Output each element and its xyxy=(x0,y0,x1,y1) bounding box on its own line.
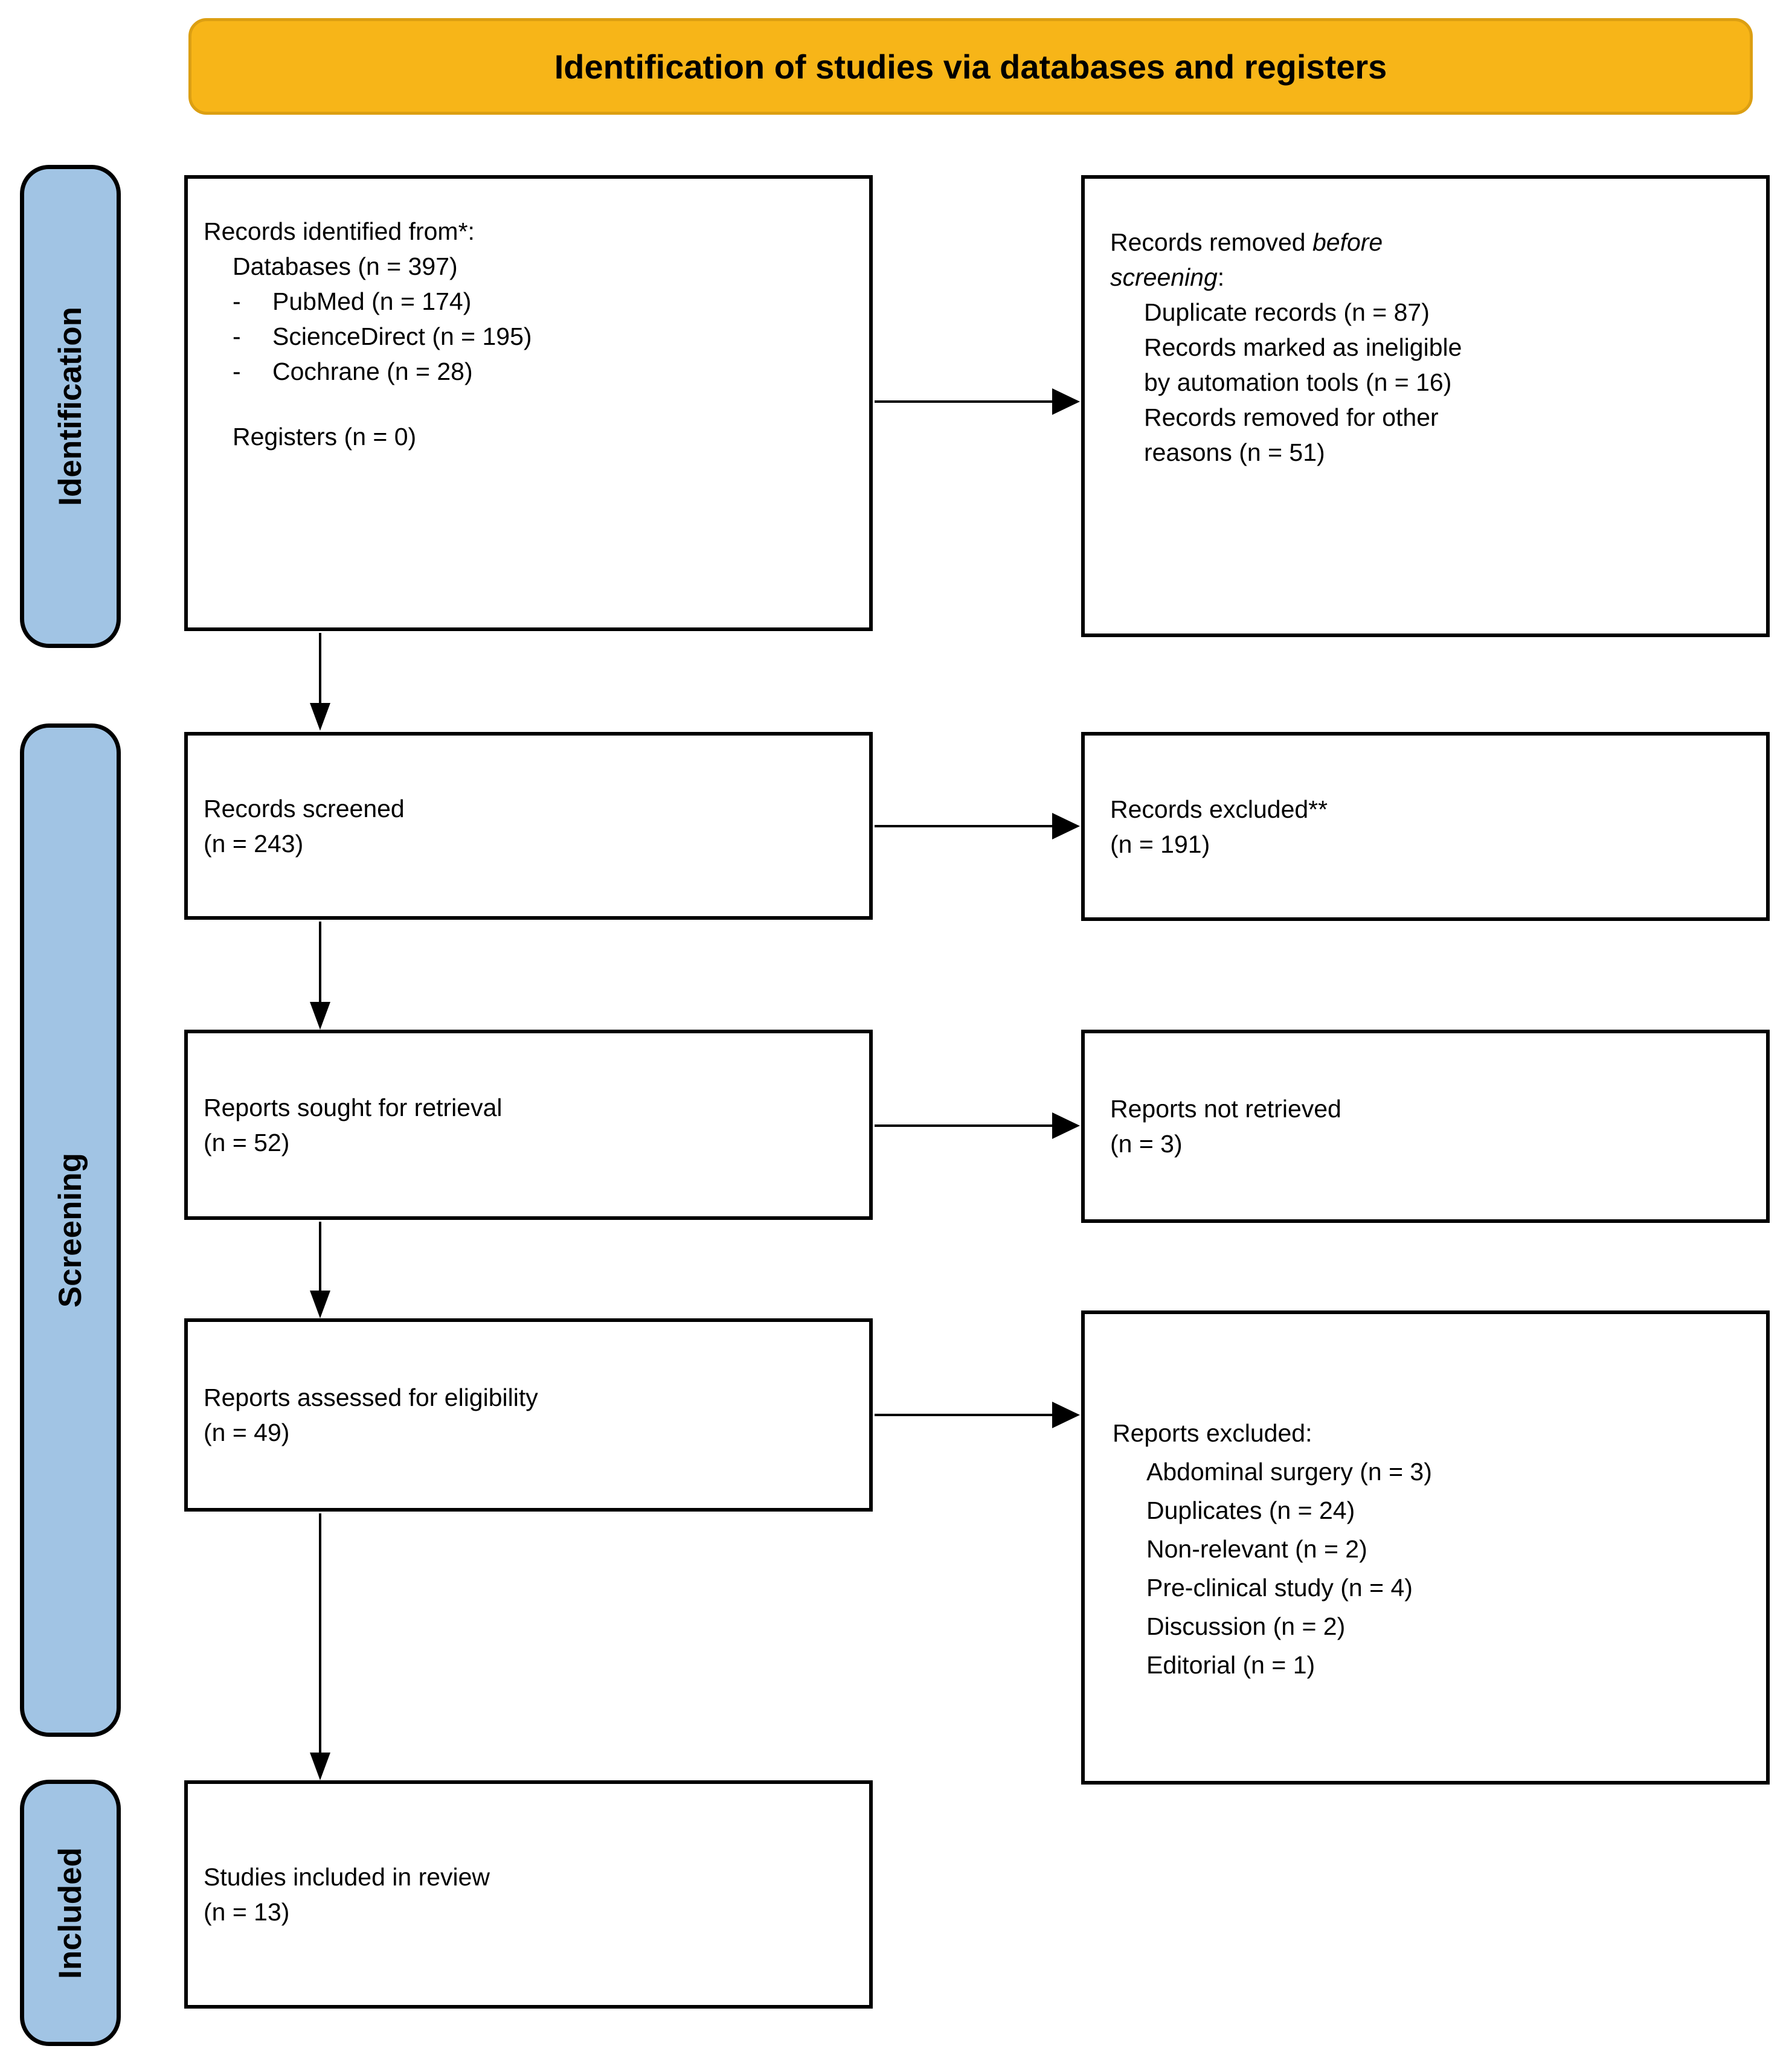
excluded-reason-abdominal: Abdominal surgery (n = 3) xyxy=(1146,1458,1432,1486)
reports-not-retrieved-count: (n = 3) xyxy=(1110,1130,1183,1158)
title-text: : xyxy=(1217,263,1225,291)
arrow-down-icon xyxy=(310,1753,330,1780)
reports-assessed-label: Reports assessed for eligibility xyxy=(204,1384,538,1411)
removed-item-ineligible-line2: by automation tools (n = 16) xyxy=(1144,368,1452,396)
arrow-down-icon xyxy=(310,1002,330,1030)
spacer xyxy=(204,389,852,419)
arrow-assessed-to-included-line xyxy=(319,1513,321,1754)
databases-count: Databases (n = 397) xyxy=(233,252,458,280)
reports-excluded-title: Reports excluded: xyxy=(1113,1419,1312,1447)
studies-included-count: (n = 13) xyxy=(204,1898,290,1926)
arrow-screened-to-sought-line xyxy=(319,922,321,1003)
dash-bullet: - xyxy=(233,287,241,315)
records-screened-count: (n = 243) xyxy=(204,829,304,858)
excluded-reason-nonrelevant: Non-relevant (n = 2) xyxy=(1146,1535,1367,1563)
records-screened-box: Records screened (n = 243) xyxy=(184,732,873,920)
arrow-down-icon xyxy=(310,1291,330,1318)
database-item: - ScienceDirect (n = 195) xyxy=(233,319,852,354)
excluded-reason-duplicates: Duplicates (n = 24) xyxy=(1146,1496,1355,1524)
dash-bullet: - xyxy=(233,358,241,385)
records-excluded-box: Records excluded** (n = 191) xyxy=(1081,732,1770,921)
database-sciencedirect: ScienceDirect (n = 195) xyxy=(272,322,532,350)
removed-item-other-line2: reasons (n = 51) xyxy=(1144,438,1325,466)
studies-included-box: Studies included in review (n = 13) xyxy=(184,1780,873,2009)
reports-assessed-count: (n = 49) xyxy=(204,1419,290,1446)
records-screened-label: Records screened xyxy=(204,794,405,823)
arrow-down-icon xyxy=(310,703,330,731)
title-italic: screening xyxy=(1110,263,1218,291)
records-excluded-label: Records excluded** xyxy=(1110,795,1328,823)
database-item: - PubMed (n = 174) xyxy=(233,284,852,319)
registers-count: Registers (n = 0) xyxy=(233,423,417,451)
reports-sought-label: Reports sought for retrieval xyxy=(204,1093,503,1121)
records-removed-box: Records removed before screening: Duplic… xyxy=(1081,175,1770,637)
stage-label-included: Included xyxy=(20,1780,121,2046)
arrow-screened-to-excluded-line xyxy=(875,825,1053,827)
diagram-title-banner: Identification of studies via databases … xyxy=(188,18,1753,115)
stage-label-text: Included xyxy=(53,1847,88,1979)
arrow-identified-to-removed-line xyxy=(875,400,1053,403)
records-identified-box: Records identified from*: Databases (n =… xyxy=(184,175,873,631)
stage-label-text: Screening xyxy=(53,1152,88,1308)
removed-item-duplicates: Duplicate records (n = 87) xyxy=(1144,298,1430,326)
removed-item-other-line1: Records removed for other xyxy=(1144,403,1439,431)
title-italic: before xyxy=(1312,228,1383,256)
removed-item-ineligible-line1: Records marked as ineligible xyxy=(1144,333,1462,361)
diagram-title: Identification of studies via databases … xyxy=(554,47,1387,86)
arrow-right-icon xyxy=(1052,813,1080,839)
reports-sought-count: (n = 52) xyxy=(204,1128,290,1156)
reports-not-retrieved-box: Reports not retrieved (n = 3) xyxy=(1081,1030,1770,1223)
arrow-assessed-to-reportsexcluded-line xyxy=(875,1414,1053,1416)
excluded-reason-preclinical: Pre-clinical study (n = 4) xyxy=(1146,1574,1413,1602)
database-cochrane: Cochrane (n = 28) xyxy=(272,358,473,385)
reports-excluded-box: Reports excluded: Abdominal surgery (n =… xyxy=(1081,1310,1770,1785)
database-item: - Cochrane (n = 28) xyxy=(233,354,852,389)
arrow-right-icon xyxy=(1052,1402,1080,1428)
stage-label-screening: Screening xyxy=(20,723,121,1737)
studies-included-label: Studies included in review xyxy=(204,1863,490,1891)
excluded-reason-editorial: Editorial (n = 1) xyxy=(1146,1651,1315,1679)
stage-label-identification: Identification xyxy=(20,165,121,648)
arrow-right-icon xyxy=(1052,388,1080,415)
database-pubmed: PubMed (n = 174) xyxy=(272,287,472,315)
title-text: Records removed xyxy=(1110,228,1312,256)
stage-label-text: Identification xyxy=(53,307,88,506)
reports-assessed-box: Reports assessed for eligibility (n = 49… xyxy=(184,1318,873,1512)
excluded-reason-discussion: Discussion (n = 2) xyxy=(1146,1612,1346,1640)
arrow-sought-to-assessed-line xyxy=(319,1222,321,1292)
arrow-sought-to-notretrieved-line xyxy=(875,1124,1053,1127)
dash-bullet: - xyxy=(233,322,241,350)
arrow-identified-to-screened-line xyxy=(319,633,321,704)
records-removed-title-line2: screening: xyxy=(1110,260,1748,295)
records-excluded-count: (n = 191) xyxy=(1110,830,1210,858)
records-identified-title: Records identified from*: xyxy=(204,217,475,245)
reports-sought-box: Reports sought for retrieval (n = 52) xyxy=(184,1030,873,1220)
records-removed-title-line1: Records removed before xyxy=(1110,225,1748,260)
arrow-right-icon xyxy=(1052,1112,1080,1139)
reports-not-retrieved-label: Reports not retrieved xyxy=(1110,1095,1341,1123)
